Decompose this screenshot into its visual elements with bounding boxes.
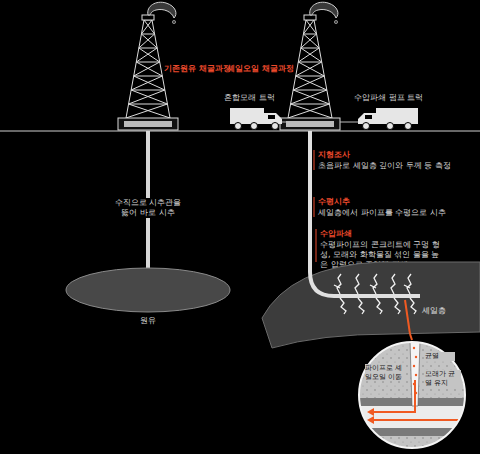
pump-truck <box>340 108 418 130</box>
inset-label: 모래가 균열 유지 <box>425 370 461 387</box>
note-text: 셰일층에서 파이프를 수평으로 시추 <box>318 208 476 218</box>
fractures <box>334 274 416 314</box>
trucks <box>230 108 418 130</box>
inset-label: 균열 <box>425 352 455 361</box>
zoom-inset: 파이프로 셰일오일 이동 균열모래가 균열 유지 <box>357 340 467 450</box>
annotation-ticks <box>314 150 316 262</box>
note-text: 초음파로 셰일층 깊이와 두께 등 측정 <box>318 161 476 171</box>
layer-label: 원유 <box>64 316 232 326</box>
section-heading: 수압파쇄 <box>320 229 400 239</box>
ground-line <box>0 131 480 132</box>
zoom-connector <box>410 334 412 340</box>
section-heading: 수평시추 <box>318 197 398 207</box>
sand-truck <box>230 108 290 130</box>
note-text: 혼합모래 트럭 <box>224 93 294 103</box>
section-heading: 셰일오일 채굴과정 <box>214 64 294 74</box>
zoom-line <box>405 300 410 334</box>
inset-label: 파이프로 셰일오일 이동 <box>365 364 405 381</box>
oil-spurt <box>310 2 338 18</box>
oil-spurt <box>148 2 176 18</box>
rigs <box>118 2 340 130</box>
layer-label: 셰일층 <box>422 306 472 316</box>
note-text: 수압파쇄 펌프 트럭 <box>354 93 434 103</box>
note-text: 수직으로 시추관을 뚫어 바로 시추 <box>112 198 184 218</box>
shale-pipe <box>310 131 420 296</box>
shale-layer: 셰일층 <box>262 262 480 334</box>
oil-reservoir: 원유 <box>64 266 232 332</box>
section-heading: 지형조사 <box>318 150 398 160</box>
